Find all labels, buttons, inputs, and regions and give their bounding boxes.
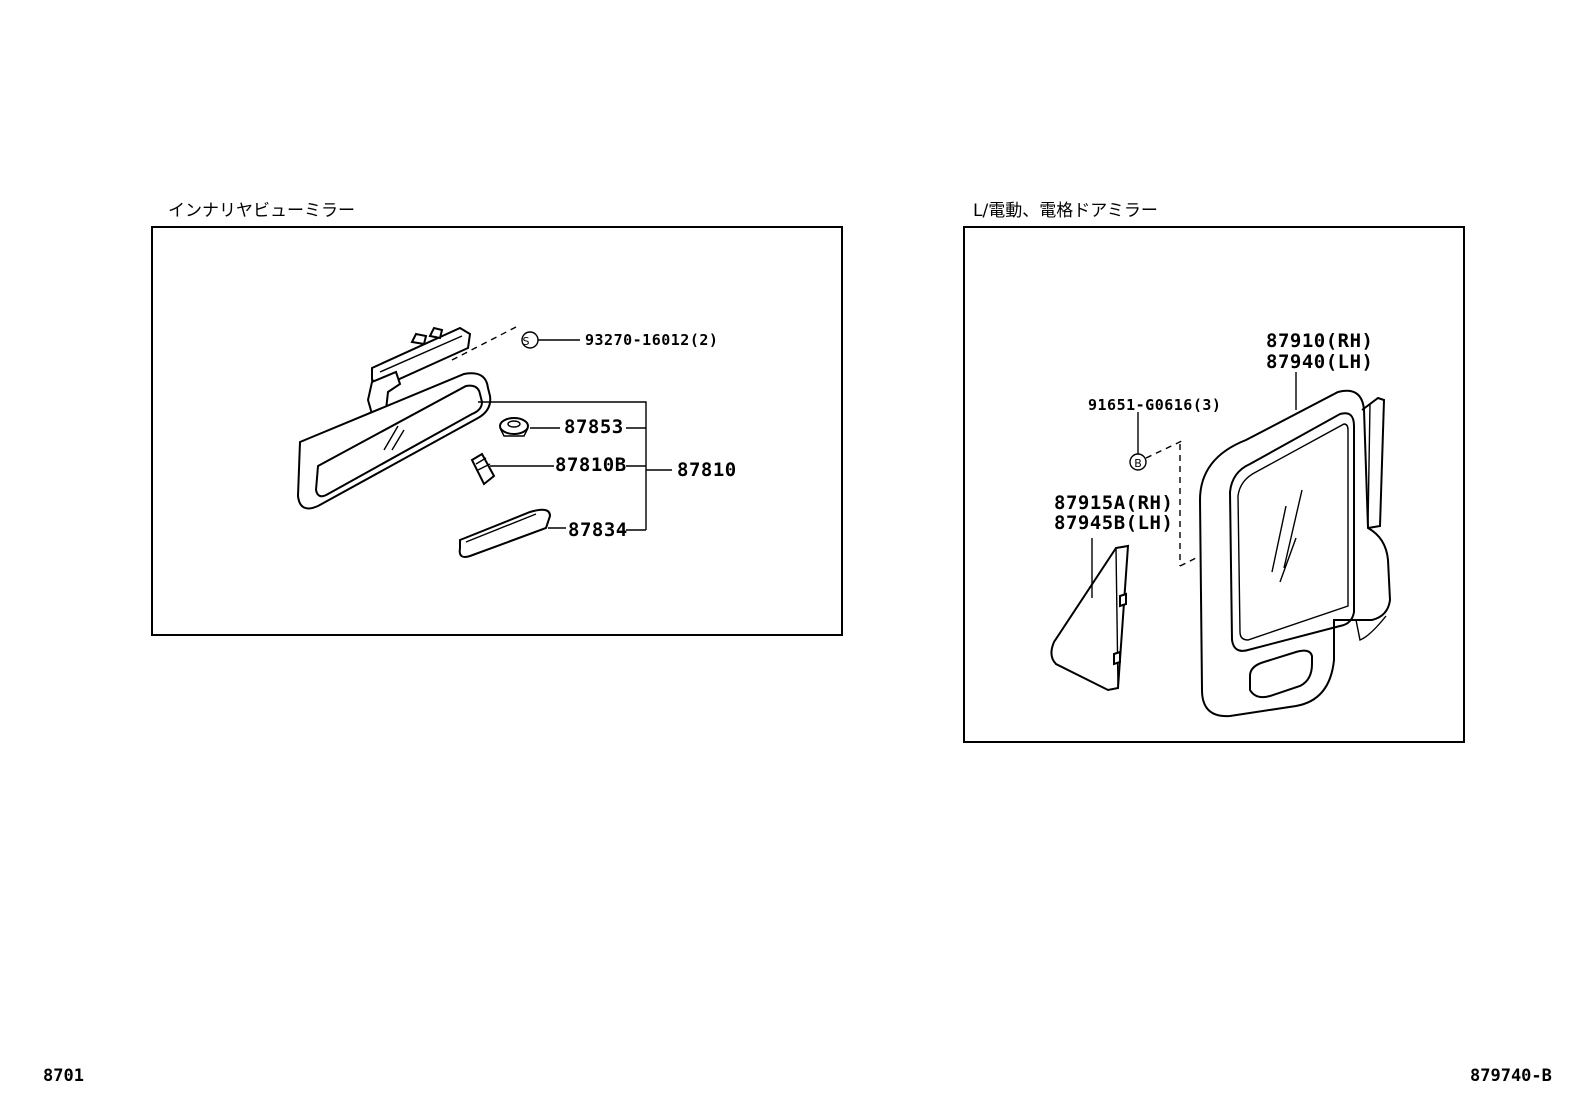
page-code-left: 8701 bbox=[43, 1066, 84, 1086]
part-label-87810[interactable]: 87810 bbox=[677, 459, 737, 481]
part-label-87834[interactable]: 87834 bbox=[568, 519, 628, 541]
lens-part bbox=[458, 508, 566, 558]
part-label-87945b-lh[interactable]: 87945B(LH) bbox=[1054, 512, 1174, 534]
part-label-91651-g0616[interactable]: 91651-G0616(3) bbox=[1088, 396, 1222, 414]
mirror-mount-base bbox=[366, 326, 472, 416]
inner-rear-view-mirror-panel bbox=[151, 226, 843, 636]
part-label-87940-lh[interactable]: 87940(LH) bbox=[1266, 351, 1374, 373]
part-label-93270-16012[interactable]: 93270-16012(2) bbox=[585, 331, 719, 349]
part-label-87915a-rh[interactable]: 87915A(RH) bbox=[1054, 492, 1174, 514]
part-label-87910-rh[interactable]: 87910(RH) bbox=[1266, 330, 1374, 352]
door-mirror-title: L/電動、電格ドアミラー bbox=[973, 201, 1158, 221]
mirror-body bbox=[296, 372, 492, 510]
assembly-bracket bbox=[478, 401, 672, 531]
part-label-87810b[interactable]: 87810B bbox=[555, 454, 627, 476]
inner-rear-view-mirror-title: インナリヤビューミラー bbox=[168, 201, 355, 221]
s-marker-letter: S bbox=[523, 335, 530, 348]
b-marker bbox=[1129, 412, 1197, 567]
triangle-cover-part bbox=[1050, 538, 1130, 692]
cover-part bbox=[499, 417, 560, 437]
diagram-code-right: 879740-B bbox=[1470, 1066, 1552, 1086]
door-mirror-housing bbox=[1198, 372, 1392, 718]
bulb-part bbox=[470, 452, 554, 486]
part-label-87853[interactable]: 87853 bbox=[564, 416, 624, 438]
b-marker-letter: B bbox=[1134, 457, 1142, 470]
s-marker bbox=[521, 331, 580, 349]
